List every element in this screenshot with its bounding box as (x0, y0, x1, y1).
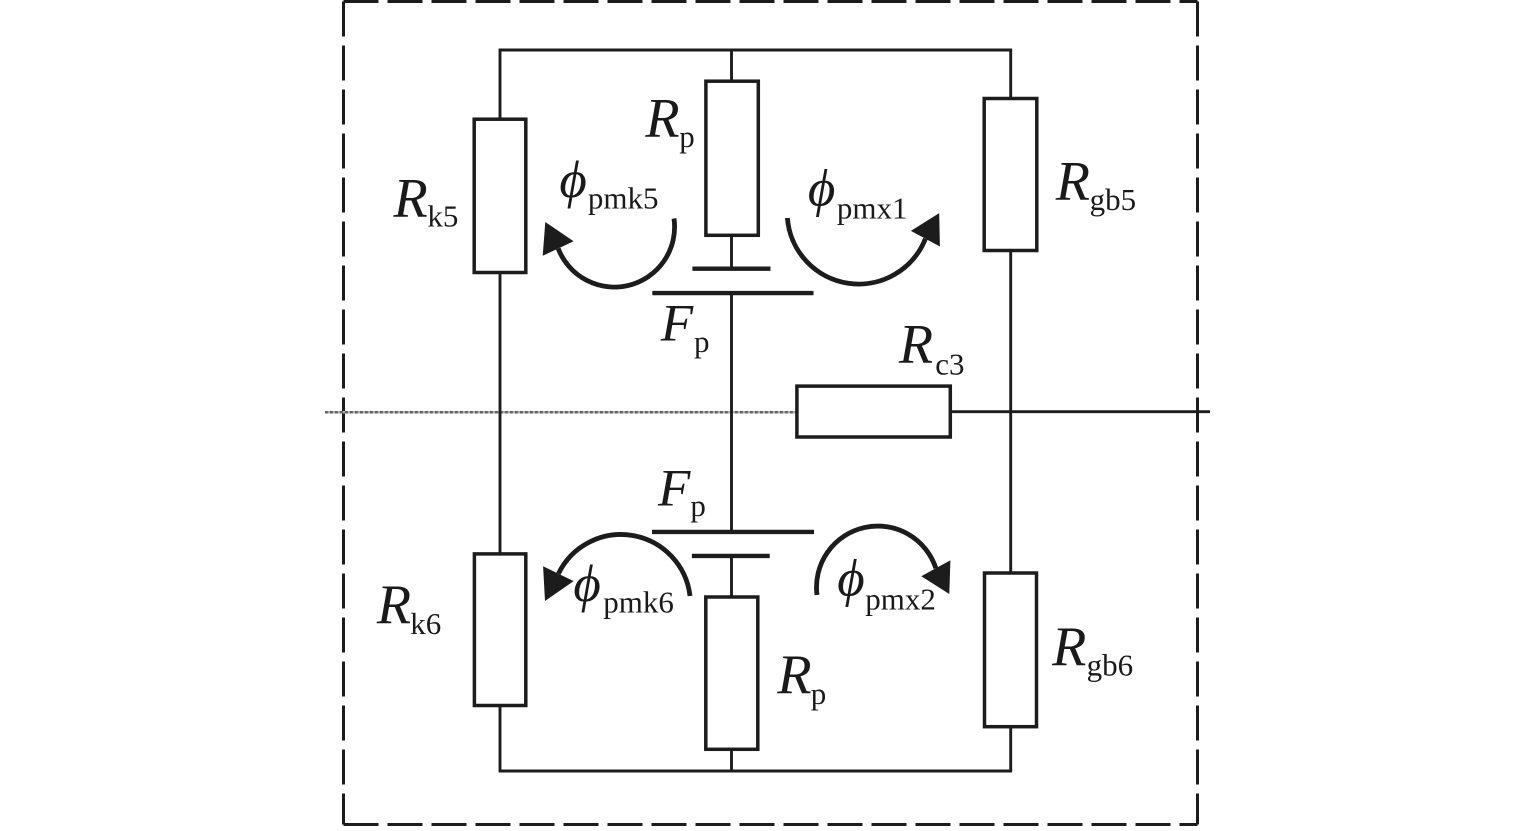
svg-text:p: p (679, 119, 695, 154)
svg-text:ϕ: ϕ (559, 151, 586, 209)
svg-text:R: R (776, 644, 811, 706)
svg-text:p: p (811, 676, 827, 711)
svg-text:p: p (690, 488, 706, 523)
svg-text:p: p (694, 324, 710, 359)
svg-text:R: R (393, 168, 428, 230)
svg-text:pmk5: pmk5 (588, 181, 659, 216)
svg-text:ϕ: ϕ (837, 550, 864, 608)
svg-text:R: R (644, 87, 679, 149)
svg-text:pmx2: pmx2 (865, 582, 936, 617)
svg-text:k6: k6 (410, 606, 441, 641)
svg-text:R: R (1051, 616, 1086, 678)
svg-text:gb5: gb5 (1090, 182, 1137, 217)
svg-text:pmx1: pmx1 (837, 190, 908, 225)
svg-text:R: R (898, 313, 933, 375)
svg-text:R: R (1055, 151, 1090, 213)
svg-text:gb6: gb6 (1087, 647, 1134, 682)
svg-text:k5: k5 (427, 199, 458, 234)
svg-text:F: F (657, 459, 691, 517)
svg-text:R: R (376, 574, 411, 636)
svg-text:F: F (660, 295, 694, 353)
svg-text:ϕ: ϕ (573, 555, 600, 613)
svg-text:c3: c3 (935, 347, 964, 382)
svg-text:ϕ: ϕ (808, 160, 835, 218)
svg-text:pmk6: pmk6 (603, 585, 674, 620)
